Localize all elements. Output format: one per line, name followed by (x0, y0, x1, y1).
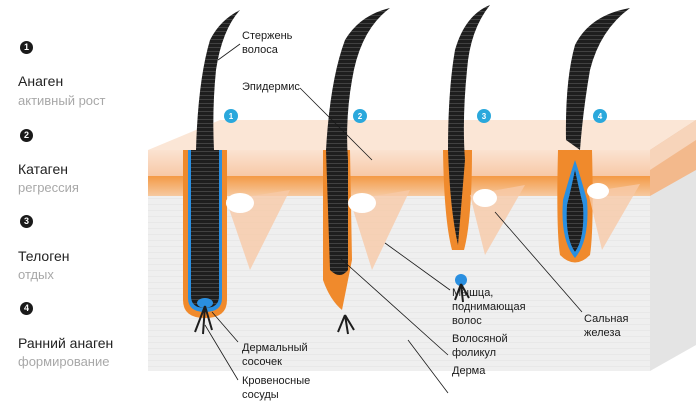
label-follicle-line1: Волосяной (452, 333, 508, 345)
stage-1-badge: 1 (20, 41, 33, 54)
stage-2-desc: регрессия (18, 180, 79, 195)
diagram-badge-4: 4 (593, 109, 607, 123)
sebaceous-gland-4 (587, 183, 609, 199)
svg-text:3: 3 (482, 112, 487, 121)
stage-legend: 1 Анаген активный рост 2 Катаген регресс… (0, 0, 150, 407)
label-dermis: Дерма (452, 365, 486, 377)
svg-text:2: 2 (358, 112, 363, 121)
hair-shaft-1 (196, 10, 240, 150)
leader-vessels (204, 324, 239, 381)
blood-vessels-2 (337, 314, 355, 335)
svg-text:1: 1 (229, 112, 234, 121)
follicle-3 (443, 5, 525, 303)
label-muscle-line1: Мышца, (452, 287, 493, 299)
stage-1-name: Анаген (18, 73, 64, 89)
label-muscle-line2: поднимающая (452, 301, 526, 313)
label-shaft-line1: Стержень (242, 30, 293, 42)
stage-4-badge: 4 (20, 302, 33, 315)
label-gland-line2: железа (584, 327, 621, 339)
blood-vessels-3 (454, 283, 470, 303)
stage-2-name: Катаген (18, 161, 68, 177)
sebaceous-gland-1 (226, 193, 254, 213)
stage-3-desc: отдых (18, 267, 54, 282)
sebaceous-gland-2 (348, 193, 376, 213)
follicle-2 (323, 8, 410, 335)
stage-3-badge: 3 (20, 215, 33, 228)
label-papilla-line1: Дермальный (242, 342, 308, 354)
svg-text:4: 4 (598, 112, 603, 121)
label-vessels-line2: сосуды (242, 389, 279, 401)
dermal-papilla-3 (455, 274, 467, 286)
stage-3-name: Телоген (18, 248, 70, 264)
label-gland-line1: Сальная (584, 313, 629, 325)
follicle-1 (183, 10, 290, 335)
leader-muscle (384, 242, 451, 291)
arrector-muscle-4 (588, 184, 640, 250)
orange-band (148, 176, 650, 196)
leader-epidermis (299, 87, 373, 161)
diagram-badge-3: 3 (477, 109, 491, 123)
leader-gland (494, 211, 583, 313)
blood-vessels-1 (194, 305, 213, 335)
diagram-badge-2: 2 (353, 109, 367, 123)
label-papilla-line2: сосочек (242, 356, 282, 368)
skin-block (148, 120, 696, 371)
follicle-4-new-hair (566, 170, 584, 252)
skin-side-epi (650, 120, 696, 170)
leader-follicle (339, 257, 449, 356)
label-vessels-line1: Кровеносные (242, 375, 310, 387)
hair-shaft-3 (448, 5, 490, 245)
dermal-papilla-1 (197, 298, 213, 308)
label-epidermis: Эпидермис (242, 81, 300, 93)
label-shaft-line2: волоса (242, 44, 279, 56)
stage-1-desc: активный рост (18, 93, 106, 108)
leader-shaft (217, 43, 241, 61)
hair-shaft-4 (565, 8, 630, 150)
leader-lines (204, 43, 583, 394)
sebaceous-gland-3 (473, 189, 497, 207)
diagram-badge-1: 1 (224, 109, 238, 123)
stage-4-desc: формирование (18, 354, 110, 369)
stage-2-badge: 2 (20, 129, 33, 142)
follicle-1-root (191, 150, 219, 308)
leader-dermis (407, 339, 449, 394)
leader-papilla (211, 311, 239, 343)
label-follicle-line2: фоликул (452, 347, 496, 359)
skin-top-face (148, 120, 696, 150)
label-muscle-line3: волос (452, 315, 482, 327)
stage-4-name: Ранний анаген (18, 335, 114, 351)
hair-shaft-2 (326, 8, 390, 275)
follicle-4 (557, 8, 640, 263)
